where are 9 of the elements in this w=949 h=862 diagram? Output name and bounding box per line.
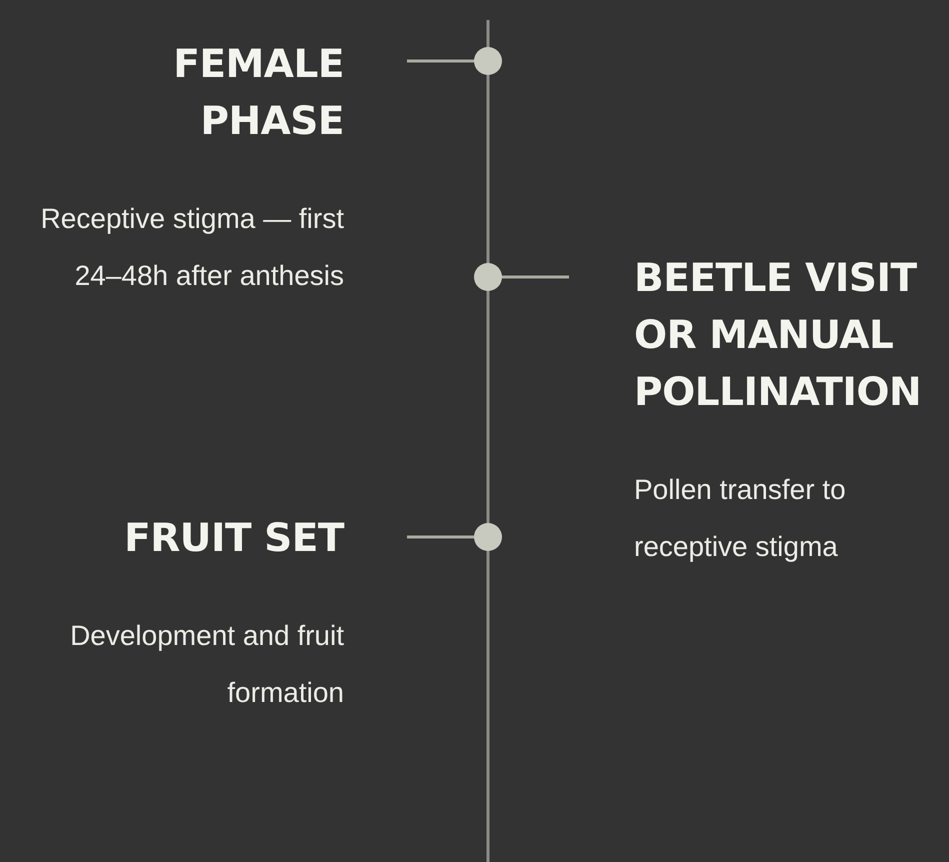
timeline-marker bbox=[407, 47, 502, 75]
timeline-marker bbox=[474, 263, 569, 291]
phase-heading: BEETLE VISIT OR MANUAL POLLINATION bbox=[634, 255, 922, 417]
phase-description: Receptive stigma — first 24–48h after anthesis bbox=[40, 202, 344, 293]
timeline-marker bbox=[407, 523, 502, 551]
phase-description: Development and fruit formation bbox=[69, 619, 344, 710]
phase-description: Pollen transfer to receptive stigma bbox=[634, 473, 847, 564]
phase-heading: FEMALE PHASE bbox=[172, 41, 344, 146]
phase-heading: FRUIT SET bbox=[123, 515, 344, 563]
